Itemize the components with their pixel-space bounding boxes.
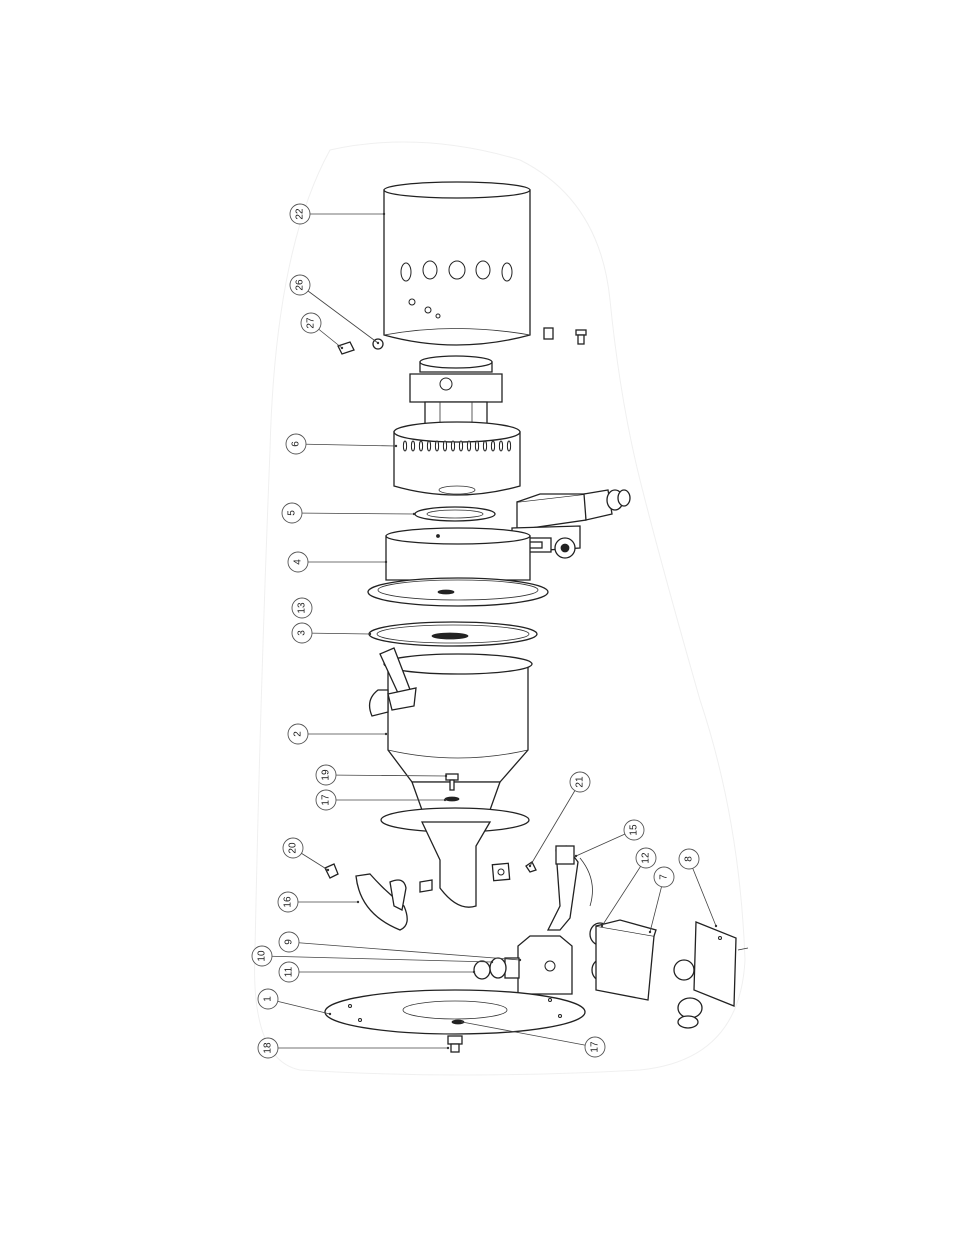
part-27-screw (338, 342, 354, 354)
callout-number: 26 (295, 279, 306, 291)
callout-leader-dot (461, 1021, 463, 1023)
callout-leader-dot (327, 869, 329, 871)
callout-leader-dot (357, 901, 359, 903)
callout-1: 1 (258, 989, 331, 1015)
callout-leader-dot (473, 971, 475, 973)
callout-number: 22 (295, 208, 306, 220)
callout-leader-line (689, 859, 716, 926)
callout-number: 12 (641, 852, 652, 864)
callout-leader-dot (715, 925, 717, 927)
callout-7: 7 (649, 867, 674, 933)
part-11-nut (474, 961, 490, 979)
part-17-washer-a (445, 797, 459, 801)
part-22-cover (384, 182, 530, 345)
callout-2: 2 (288, 724, 387, 744)
callout-4: 4 (288, 552, 387, 572)
callout-leader-dot (385, 561, 387, 563)
callout-leader-dot (575, 855, 577, 857)
part-1-base-plate (325, 990, 585, 1034)
callout-8: 8 (679, 849, 717, 927)
part-6-motor-fan (394, 422, 520, 495)
part-20-screw (325, 864, 338, 878)
callout-number: 13 (297, 602, 308, 614)
callout-number: 1 (263, 996, 274, 1002)
part-4-housing-top (368, 528, 548, 606)
callout-13: 13 (292, 598, 312, 618)
callout-number: 18 (263, 1042, 274, 1054)
callout-number: 27 (306, 317, 317, 329)
callout-leader-line (292, 513, 414, 514)
part-9-mount (505, 936, 572, 994)
callout-leader-dot (383, 213, 385, 215)
square-plate (492, 863, 509, 880)
callout-number: 7 (659, 874, 670, 880)
callout-leader-dot (377, 342, 379, 344)
callout-number: 11 (284, 966, 295, 977)
callout-16: 16 (278, 892, 359, 912)
callout-leader-dot (395, 445, 397, 447)
part-5-gasket (415, 507, 495, 521)
callout-leader-dot (491, 961, 493, 963)
callout-20: 20 (283, 838, 329, 871)
part-21-screw (526, 862, 536, 872)
callout-6: 6 (286, 434, 397, 454)
callout-18: 18 (258, 1038, 449, 1058)
callout-number: 21 (575, 776, 586, 788)
callout-number: 20 (288, 842, 299, 854)
callout-number: 17 (321, 794, 332, 806)
callout-leader-line (602, 858, 646, 926)
callout-12: 12 (601, 848, 656, 927)
callout-number: 19 (321, 769, 332, 781)
callout-number: 4 (293, 559, 304, 565)
callout-leader-dot (341, 347, 343, 349)
callout-26: 26 (290, 275, 379, 344)
callout-leader-dot (529, 865, 531, 867)
part-18-plug (448, 1036, 462, 1052)
callout-number: 2 (293, 731, 304, 737)
callout-number: 3 (297, 630, 308, 636)
callout-22: 22 (290, 204, 385, 224)
callout-9: 9 (279, 932, 521, 961)
callout-number: 9 (284, 939, 295, 945)
callout-leader-dot (519, 959, 521, 961)
callout-number: 5 (287, 510, 298, 516)
callout-3: 3 (292, 623, 371, 643)
callout-leader-line (296, 444, 396, 446)
part-15-bracket (548, 846, 592, 930)
part-3-filter (369, 622, 537, 646)
callout-27: 27 (301, 313, 343, 349)
part-16-flap (356, 874, 407, 930)
callout-number: 17 (590, 1041, 601, 1053)
callout-leader-dot (329, 1013, 331, 1015)
callout-leader-dot (385, 733, 387, 735)
motor-upper (404, 356, 508, 424)
callout-leader-dot (444, 799, 446, 801)
callout-leader-dot (445, 775, 447, 777)
part-7-box (596, 920, 656, 1000)
small-bolt (420, 880, 432, 892)
callout-leader-dot (369, 633, 371, 635)
callout-leader-line (262, 956, 492, 962)
callout-number: 16 (283, 896, 294, 908)
callout-number: 6 (291, 441, 302, 447)
callout-number: 15 (629, 824, 640, 836)
callout-leader-dot (649, 931, 651, 933)
callout-11: 11 (279, 962, 475, 982)
callout-leader-dot (447, 1047, 449, 1049)
callout-leader-dot (601, 925, 603, 927)
callout-15: 15 (575, 820, 644, 857)
callout-number: 8 (684, 856, 695, 862)
small-fasteners-top (544, 328, 586, 344)
callout-leader-dot (413, 513, 415, 515)
callout-number: 10 (257, 950, 268, 962)
callout-5: 5 (282, 503, 415, 523)
